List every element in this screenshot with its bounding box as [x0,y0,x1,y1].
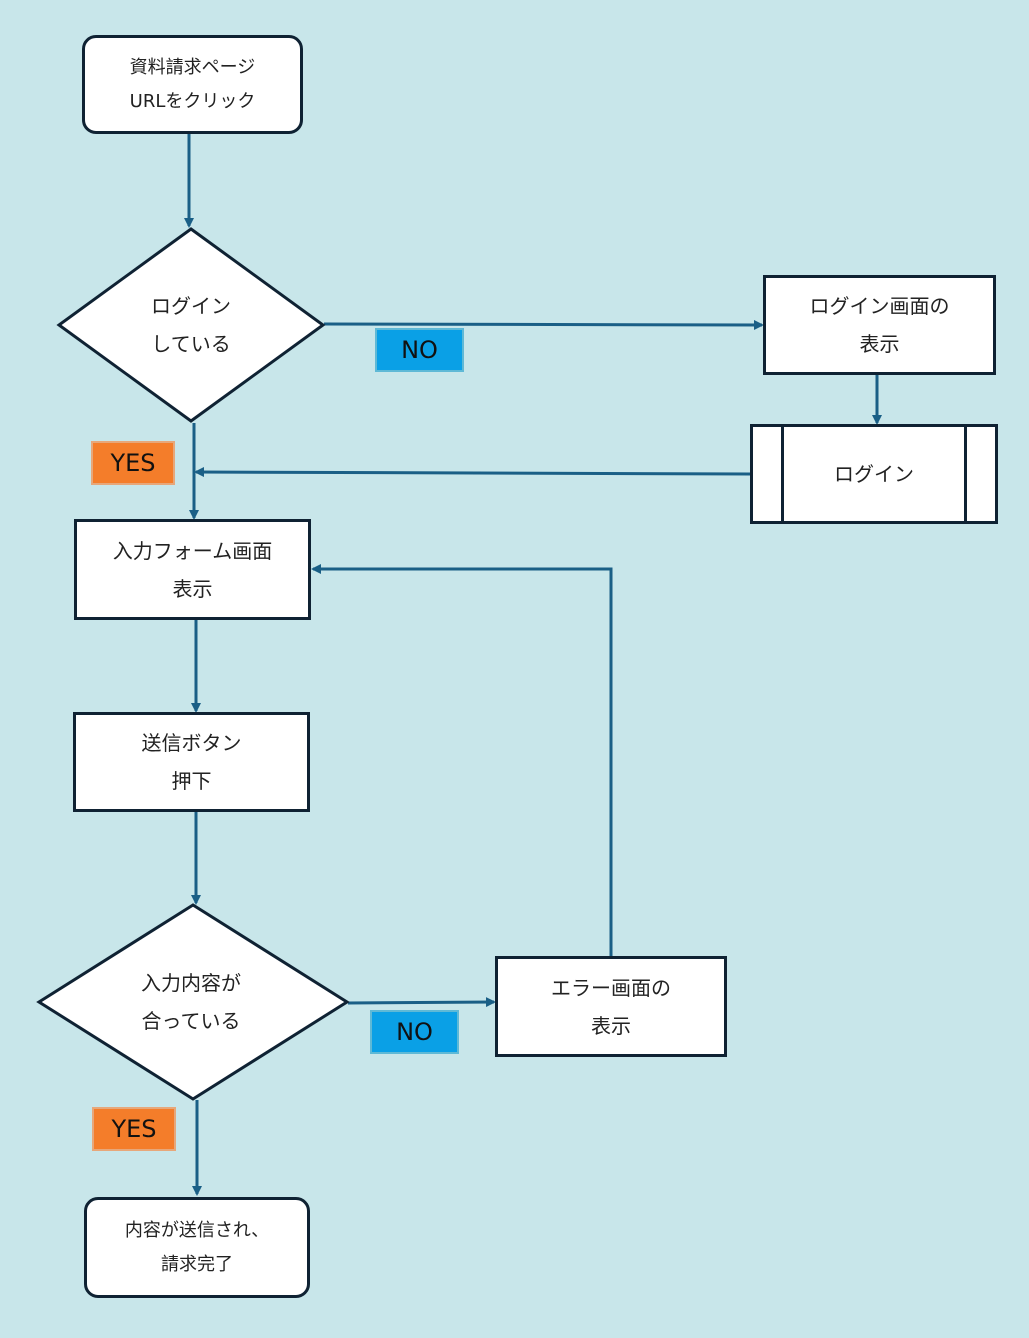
login-subprocess-node: ログイン [750,424,998,524]
submit-line2: 押下 [171,769,212,793]
login-check-label: ログイン している [91,282,291,368]
input-check-line1: 入力内容が [141,971,241,995]
decision-login-check [56,227,326,423]
arrow-login-to-main [194,467,751,478]
yes-tag-input: YES [92,1107,176,1151]
end-line1: 内容が送信され、 [124,1219,270,1241]
start-node-line2: URLをクリック [129,90,256,112]
submit-node: 送信ボタン 押下 [73,712,310,812]
no-tag-input: NO [370,1010,459,1054]
form-screen-line1: 入力フォーム画面 [112,538,273,563]
input-check-line2: 合っている [141,1009,241,1033]
error-screen-line1: エラー画面の [551,975,671,1000]
start-node: 資料請求ページ URLをクリック [82,35,303,134]
login-screen-node: ログイン画面の 表示 [763,275,996,375]
start-node-line1: 資料請求ページ [129,56,256,78]
form-screen-node: 入力フォーム画面 表示 [74,519,311,620]
login-check-line1: ログイン [151,294,231,318]
form-screen-line2: 表示 [172,576,213,601]
login-check-line2: している [151,332,231,356]
end-node: 内容が送信され、 請求完了 [84,1197,310,1298]
error-screen-line2: 表示 [591,1013,631,1038]
login-screen-line1: ログイン画面の [809,294,950,318]
input-check-label: 入力内容が 合っている [91,959,291,1045]
end-line2: 請求完了 [161,1253,233,1275]
yes-tag-login: YES [91,441,175,485]
login-subprocess-label: ログイン [834,462,914,486]
arrow-error-to-form [311,564,613,956]
subprocess-left-bar [781,424,784,524]
login-screen-line2: 表示 [859,332,900,356]
subprocess-right-bar [964,424,967,524]
decision-input-check [36,903,350,1101]
arrow-login-check-no [323,319,764,330]
submit-line1: 送信ボタン [141,731,242,755]
no-tag-login: NO [375,328,464,372]
arrow-input-check-no [347,997,496,1008]
error-screen-node: エラー画面の 表示 [495,956,727,1057]
